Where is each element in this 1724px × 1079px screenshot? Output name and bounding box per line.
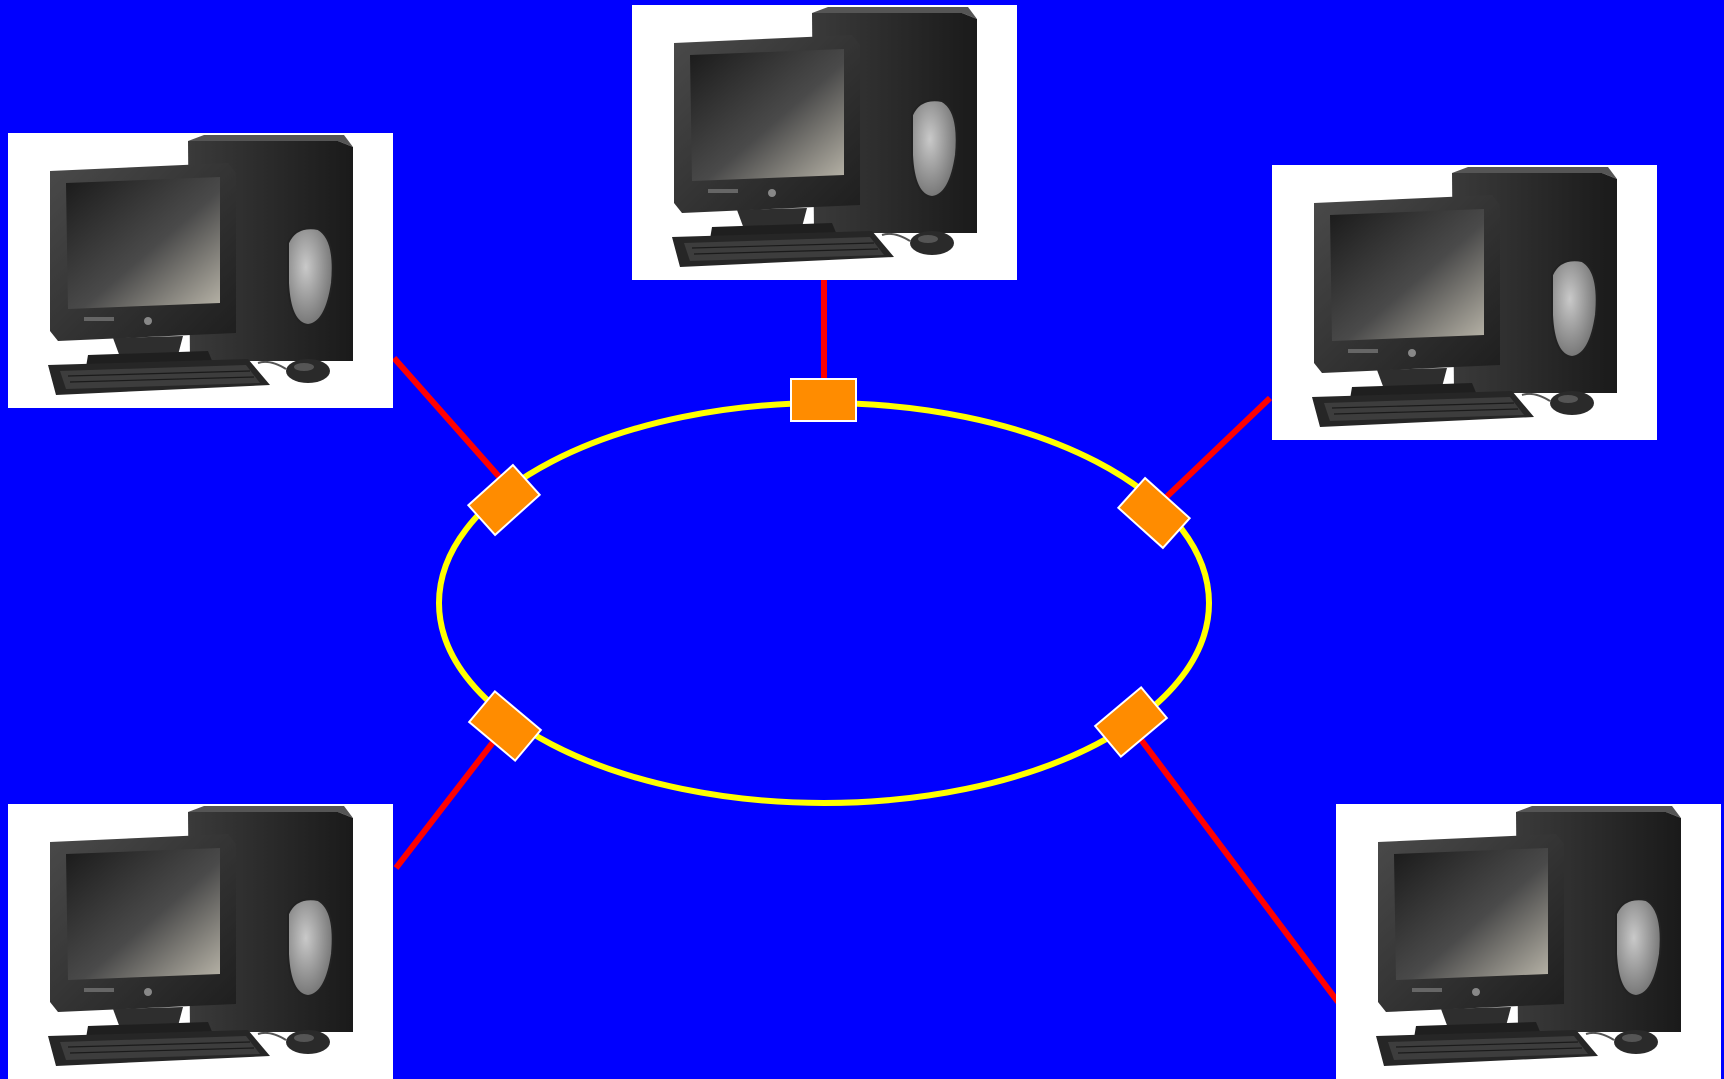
ring-connectors <box>466 378 1192 763</box>
connector-bottom-right <box>1093 685 1169 759</box>
connector-bottom-left <box>467 689 543 763</box>
computer-top-left <box>8 133 393 408</box>
desktop-computer-icon <box>632 5 1017 280</box>
connector-top-left <box>466 463 542 537</box>
computer-top-right <box>1272 165 1657 440</box>
computer-top <box>632 5 1017 280</box>
desktop-computer-icon <box>8 804 393 1079</box>
desktop-computer-icon <box>8 133 393 408</box>
computer-bottom-right <box>1336 804 1721 1079</box>
desktop-computer-icon <box>1336 804 1721 1079</box>
link-top-right <box>1155 395 1273 508</box>
link-bottom-left <box>393 726 507 870</box>
computer-bottom-left <box>8 804 393 1079</box>
desktop-computer-icon <box>1272 165 1657 440</box>
connector-top <box>790 378 857 422</box>
link-bottom-right <box>1127 723 1341 1004</box>
link-top-left <box>391 356 505 482</box>
network-links <box>391 278 1341 1004</box>
connector-top-right <box>1116 476 1192 550</box>
